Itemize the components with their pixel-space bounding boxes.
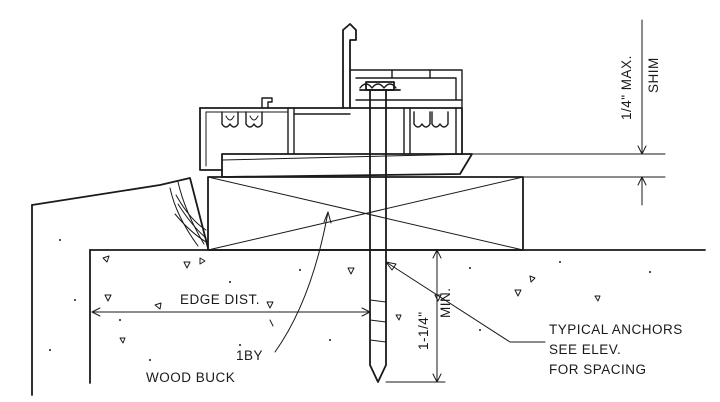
min-label: MIN. xyxy=(438,288,453,319)
buck-label-line2: WOOD BUCK xyxy=(146,370,235,385)
window-frame-extrusion xyxy=(199,23,463,171)
anchor-leader: TYPICAL ANCHORS SEE ELEV. FOR SPACING xyxy=(385,261,683,377)
embedment-dimension: 1-1/4" MIN. xyxy=(385,249,453,383)
concrete-hatch xyxy=(102,255,651,361)
shim-max-label: 1/4" MAX. xyxy=(619,55,634,120)
min-embed-label: 1-1/4" xyxy=(416,311,431,350)
buck-leader: 1BY WOOD BUCK xyxy=(146,211,332,385)
buck-label-line1: 1BY xyxy=(236,348,263,363)
edge-distance-dimension: EDGE DIST. xyxy=(91,292,371,317)
shim xyxy=(221,153,473,178)
shim-dimension: 1/4" MAX. SHIM xyxy=(471,19,666,206)
anchors-label-line2: SEE ELEV. xyxy=(549,342,621,357)
anchors-label-line1: TYPICAL ANCHORS xyxy=(549,322,683,337)
wall-return xyxy=(31,177,209,396)
edge-dist-label: EDGE DIST. xyxy=(180,292,260,307)
anchor-screw xyxy=(359,81,401,383)
anchors-label-line3: FOR SPACING xyxy=(549,362,647,377)
shim-label: SHIM xyxy=(646,57,661,93)
wood-buck xyxy=(207,176,524,251)
